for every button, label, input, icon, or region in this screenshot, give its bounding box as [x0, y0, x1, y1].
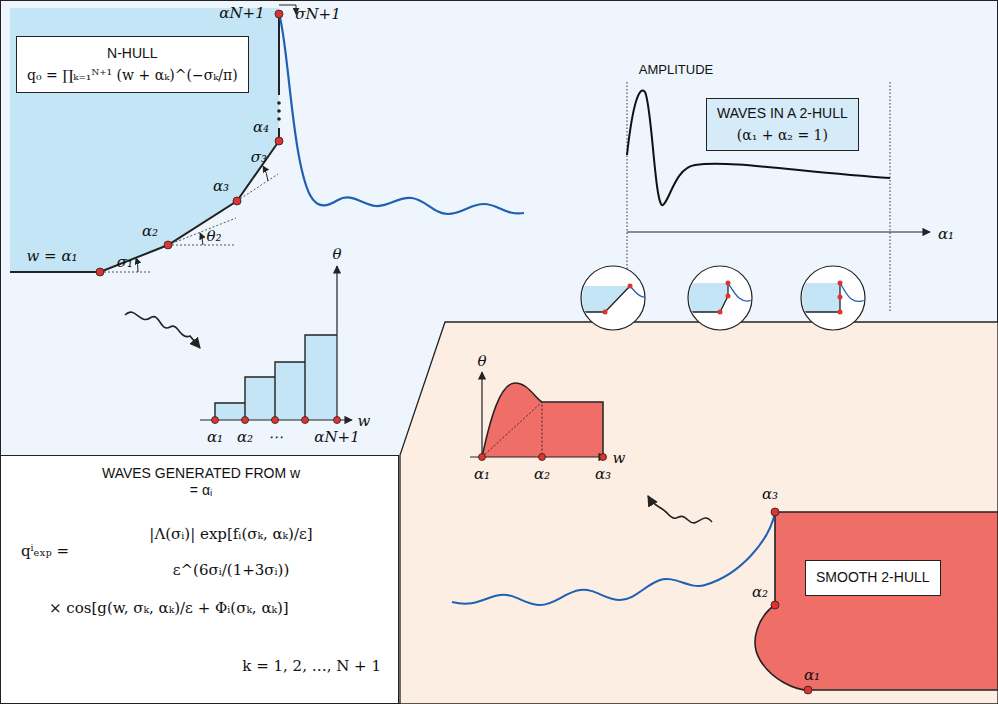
formula-text: (α₁ + α₂ = 1) [717, 127, 848, 145]
title-box: N-HULL q₀ = ∏ₖ₌₁ᴺ⁺¹ (w + αₖ)^(−σₖ/π) [16, 36, 249, 93]
ellipsis-dots [277, 101, 281, 121]
squiggle-arrow [125, 312, 200, 348]
math-label: α₁ [474, 466, 490, 483]
theta-chart [470, 372, 607, 461]
box-heading: WAVES IN A 2-HULL [717, 105, 848, 123]
math-label: θ [332, 246, 341, 263]
caption-box: WAVES IN A 2-HULL (α₁ + α₂ = 1) [706, 98, 859, 151]
smooth-hull [755, 512, 998, 690]
math-label: αN+1 [314, 429, 359, 446]
smooth-panel [400, 322, 998, 704]
box-heading: N-HULL [27, 45, 238, 63]
math-label: α₂ [534, 466, 550, 483]
formula-text: × cos[g(w, σₖ, αₖ)/ε + Φᵢ(σₖ, αₖ)] [49, 599, 289, 618]
formula-panel [0, 455, 399, 704]
math-label: α₃ [762, 486, 778, 503]
axis-title: AMPLITUDE [639, 63, 713, 77]
box-heading: SMOOTH 2-HULL [816, 569, 930, 587]
math-label: α₂ [142, 223, 158, 240]
math-label: α₁ [207, 429, 223, 446]
wave [279, 14, 524, 214]
math-label: σ₁ [117, 254, 133, 271]
wave [452, 512, 775, 605]
step-chart [200, 266, 352, 424]
amplitude-chart [627, 82, 930, 312]
math-label: σN+1 [295, 6, 340, 23]
formula-text: qⁱₑₓₚ = [21, 542, 69, 561]
squiggle-arrow [648, 496, 712, 523]
math-label: α₄ [253, 119, 269, 136]
math-label: αN+1 [219, 5, 264, 22]
math-label: σ₃ [251, 149, 267, 166]
math-label: w = α₁ [26, 248, 77, 265]
formula-text: ε^(6σᵢ/(1+3σᵢ)) [173, 561, 290, 580]
math-label: α₃ [595, 466, 611, 483]
math-label: α₃ [213, 178, 229, 195]
math-label: ⋯ [268, 429, 283, 446]
formula-box: WAVES GENERATED FROM w = αᵢ qⁱₑₓₚ = |Λ(σᵢ)… [0, 455, 399, 704]
math-label: θ₂ [206, 228, 221, 245]
hull-insets [570, 266, 866, 330]
title-box: SMOOTH 2-HULL [805, 560, 941, 596]
math-label: α₁ [804, 667, 820, 684]
math-label: w [358, 413, 371, 430]
box-heading: WAVES GENERATED FROM w = αᵢ [96, 465, 306, 500]
formula-text: k = 1, 2, …, N + 1 [242, 657, 381, 676]
math-label: w [613, 450, 626, 467]
formula-text: q₀ = ∏ₖ₌₁ᴺ⁺¹ (w + αₖ)^(−σₖ/π) [27, 67, 238, 85]
angle-guides [100, 174, 278, 272]
hull-line [10, 14, 279, 272]
math-label: θ [477, 353, 486, 370]
math-label: α₂ [752, 584, 768, 601]
math-label: α₁ [938, 226, 954, 243]
math-label: α₂ [237, 429, 253, 446]
hull-fluid [10, 8, 279, 272]
formula-text: |Λ(σᵢ)| exp[fᵢ(σₖ, αₖ)/ε] [149, 525, 312, 544]
